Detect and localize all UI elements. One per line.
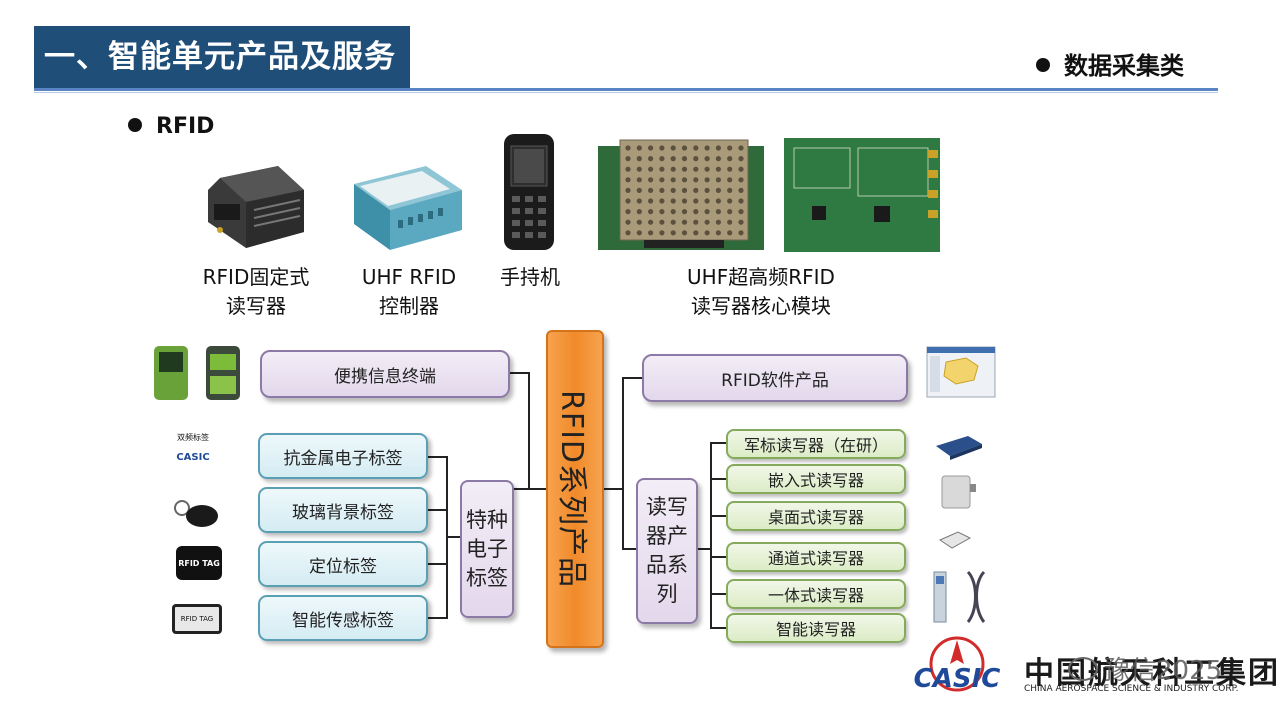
- casic-logo-mark: CASIC: [913, 664, 1001, 694]
- product-caption-handheld: 手持机: [482, 263, 578, 292]
- connector: [710, 442, 712, 628]
- category-label: 数据采集类: [1036, 46, 1184, 81]
- keyfob-tag-image: [174, 500, 218, 527]
- caption-line: 读写器: [226, 294, 286, 318]
- group-text-line: 标签: [466, 565, 508, 590]
- connector: [510, 372, 530, 374]
- military-reader-image: [936, 436, 982, 460]
- company-name-en: CHINA AEROSPACE SCIENCE & INDUSTRY CORP.: [1024, 684, 1239, 694]
- connector: [428, 509, 448, 511]
- connector: [514, 488, 548, 490]
- connector: [710, 515, 726, 517]
- tag-box-positioning: 定位标签: [258, 541, 428, 587]
- reader-box-desktop: 桌面式读写器: [726, 501, 906, 531]
- embedded-reader-image: [941, 475, 976, 509]
- center-rfid-series-text: RFID系列产品: [554, 389, 589, 589]
- reader-box-channel: 通道式读写器: [726, 542, 906, 572]
- connector: [428, 617, 448, 619]
- product-caption-uhf-controller: UHF RFID 控制器: [344, 263, 474, 321]
- connector: [710, 593, 726, 595]
- group-text-line: 读写: [646, 495, 688, 519]
- connector: [710, 442, 726, 444]
- category-text: 数据采集类: [1064, 52, 1184, 80]
- tag-image-label: RFID TAG: [180, 615, 214, 623]
- rfid-tag-card-image: RFID TAG: [172, 604, 222, 634]
- desktop-reader-image: [938, 531, 972, 549]
- tag-box-anti-metal: 抗金属电子标签: [258, 433, 428, 479]
- caption-line: UHF超高频RFID: [687, 265, 835, 289]
- tag-image-brand: CASIC: [176, 452, 210, 463]
- connector: [446, 536, 460, 538]
- section-label: RFID: [128, 114, 214, 139]
- caption-line: 控制器: [379, 294, 439, 318]
- handheld-image: [504, 134, 554, 250]
- portable-terminal-box: 便携信息终端: [260, 350, 510, 398]
- software-screenshot-image: [926, 346, 996, 398]
- product-caption-fixed-reader: RFID固定式 读写器: [186, 263, 326, 321]
- reader-box-military: 军标读写器（在研）: [726, 429, 906, 459]
- tag-image-text: 双频标签: [177, 433, 209, 442]
- connector: [604, 488, 624, 490]
- caption-line: 读写器核心模块: [691, 294, 831, 318]
- center-rfid-series-box: RFID系列产品: [546, 330, 604, 648]
- watermark-text: 豫信2025: [1104, 656, 1223, 686]
- bullet-icon: [128, 118, 142, 132]
- connector: [698, 548, 712, 550]
- reader-box-embedded: 嵌入式读写器: [726, 464, 906, 494]
- title-divider: [34, 88, 1218, 91]
- page-title: 一、智能单元产品及服务: [34, 26, 410, 88]
- product-caption-core-module: UHF超高频RFID 读写器核心模块: [656, 263, 866, 321]
- chat-icon: [1068, 656, 1098, 681]
- connector: [710, 627, 726, 629]
- connector: [710, 478, 726, 480]
- casic-logo-icon: [929, 636, 985, 692]
- reader-box-integrated: 一体式读写器: [726, 579, 906, 609]
- caption-line: 手持机: [500, 265, 560, 289]
- caption-line: UHF RFID: [361, 265, 457, 289]
- connector: [622, 377, 642, 379]
- software-product-box: RFID软件产品: [642, 354, 908, 402]
- uhf-controller-image: [354, 166, 462, 250]
- group-text-line: 器产: [646, 524, 688, 548]
- title-divider-thin: [34, 92, 1218, 93]
- connector: [710, 556, 726, 558]
- core-module-board-2-image: [784, 138, 940, 252]
- channel-reader-image: [933, 570, 986, 623]
- special-tag-group-box: 特种 电子 标签: [460, 480, 514, 618]
- reader-series-group-box: 读写 器产 品系 列: [636, 478, 698, 624]
- company-name-cn: 中国航天科工集团: [1024, 656, 1280, 691]
- tag-box-glass: 玻璃背景标签: [258, 487, 428, 533]
- caption-line: RFID固定式: [202, 265, 310, 289]
- tag-box-smart-sensor: 智能传感标签: [258, 595, 428, 641]
- section-label-text: RFID: [156, 114, 215, 139]
- connector: [428, 456, 448, 458]
- bullet-icon: [1036, 58, 1050, 72]
- group-text-line: 品系: [646, 553, 688, 577]
- group-text-line: 列: [656, 582, 678, 606]
- connector: [622, 548, 636, 550]
- group-text-line: 电子: [466, 536, 508, 561]
- group-text-line: 特种: [466, 507, 508, 532]
- tag-image-label: RFID TAG: [178, 558, 220, 568]
- dual-frequency-tag-image: 双频标签 CASIC: [166, 432, 220, 482]
- connector: [622, 377, 624, 550]
- portable-terminal-image: [154, 346, 240, 400]
- reader-box-smart: 智能读写器: [726, 613, 906, 643]
- rfid-tag-black-image: RFID TAG: [176, 546, 222, 580]
- connector: [428, 563, 448, 565]
- core-module-board-1-image: [598, 139, 764, 250]
- connector: [528, 372, 530, 490]
- fixed-reader-image: [208, 166, 304, 248]
- watermark: 豫信2025: [1068, 650, 1222, 687]
